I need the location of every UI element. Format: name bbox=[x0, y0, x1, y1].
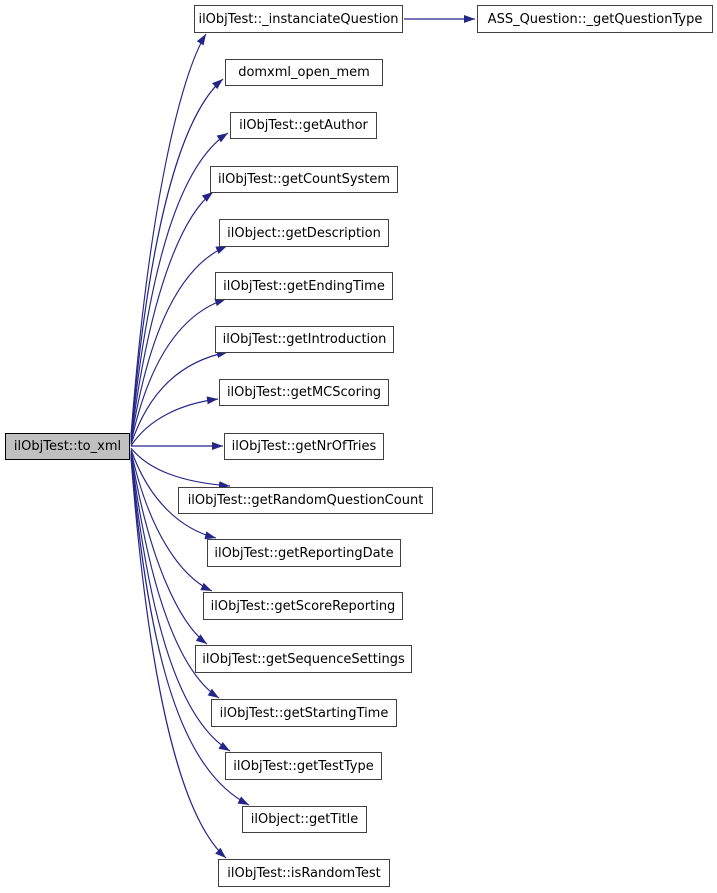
graph-node-getCountSystem[interactable]: ilObjTest::getCountSystem bbox=[210, 166, 398, 193]
call-edge-to_xml-to-getScoreReporting bbox=[130, 450, 213, 592]
call-edge-to_xml-to-getTitle bbox=[130, 456, 250, 806]
call-edge-to_xml-to-getEndingTime bbox=[130, 298, 227, 444]
graph-node-getAuthor[interactable]: ilObjTest::getAuthor bbox=[230, 112, 377, 139]
call-edge-to_xml-to-getStartingTime bbox=[130, 453, 220, 699]
graph-node-instanciateQuestion[interactable]: ilObjTest::_instanciateQuestion bbox=[194, 5, 403, 33]
graph-node-getStartingTime[interactable]: ilObjTest::getStartingTime bbox=[211, 699, 397, 727]
graph-node-getNrOfTries[interactable]: ilObjTest::getNrOfTries bbox=[224, 433, 384, 460]
call-edge-to_xml-to-getMCScoring bbox=[130, 396, 219, 447]
call-edge-to_xml-to-getRandomQuestionCount bbox=[130, 447, 231, 490]
call-edge-to_xml-to-isRandomTest bbox=[130, 457, 227, 859]
graph-node-domxml_open_mem[interactable]: domxml_open_mem bbox=[225, 59, 383, 86]
graph-node-to_xml: ilObjTest::to_xml bbox=[5, 433, 130, 460]
call-edge-to_xml-to-getIntroduction bbox=[130, 350, 229, 445]
call-edge-to_xml-to-getTestType bbox=[130, 455, 231, 752]
call-edge-to_xml-to-getAuthor bbox=[130, 132, 229, 439]
graph-node-getEndingTime[interactable]: ilObjTest::getEndingTime bbox=[215, 272, 393, 300]
graph-node-getScoreReporting[interactable]: ilObjTest::getScoreReporting bbox=[203, 592, 403, 620]
graph-node-getTitle[interactable]: ilObject::getTitle bbox=[242, 806, 367, 833]
call-edge-to_xml-to-getDescription bbox=[130, 245, 228, 442]
graph-node-getDescription[interactable]: ilObject::getDescription bbox=[219, 219, 389, 247]
call-edge-to_xml-to-instanciateQuestion bbox=[130, 33, 207, 436]
graph-node-getQuestionType[interactable]: ASS_Question::_getQuestionType bbox=[477, 5, 713, 33]
call-edge-to_xml-to-getReportingDate bbox=[130, 449, 217, 540]
graph-node-getSequenceSettings[interactable]: ilObjTest::getSequenceSettings bbox=[195, 645, 412, 673]
graph-node-isRandomTest[interactable]: ilObjTest::isRandomTest bbox=[218, 859, 390, 887]
call-edge-to_xml-to-getCountSystem bbox=[130, 191, 214, 440]
graph-node-getReportingDate[interactable]: ilObjTest::getReportingDate bbox=[207, 539, 401, 567]
graph-node-getRandomQuestionCount[interactable]: ilObjTest::getRandomQuestionCount bbox=[178, 487, 433, 514]
call-edge-to_xml-to-getSequenceSettings bbox=[130, 452, 208, 645]
call-edge-to_xml-to-domxml_open_mem bbox=[130, 78, 224, 437]
graph-node-getIntroduction[interactable]: ilObjTest::getIntroduction bbox=[215, 326, 394, 353]
graph-node-getMCScoring[interactable]: ilObjTest::getMCScoring bbox=[219, 379, 389, 406]
graph-node-getTestType[interactable]: ilObjTest::getTestType bbox=[225, 752, 382, 780]
